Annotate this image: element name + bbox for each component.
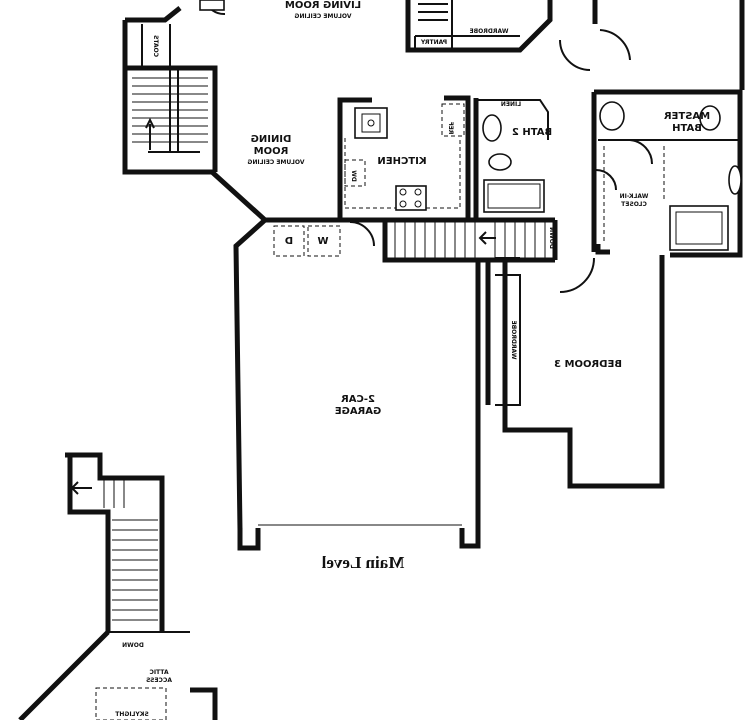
wardrobe-top-label: WARDROBE <box>470 28 509 35</box>
stair-treads-lower <box>70 480 158 621</box>
stair-treads-hall <box>394 222 546 258</box>
kitchen-fixtures <box>344 103 465 211</box>
stair-treads-upper <box>132 70 208 153</box>
bath2-label: BATH 2 <box>512 127 552 138</box>
garage-label: 2-CAR <box>341 394 375 405</box>
wardrobe-bedroom-label: WARDROBE <box>510 321 517 360</box>
coats-label: COATS <box>152 35 159 57</box>
misc-dashed <box>95 146 665 720</box>
dw-label: DW <box>350 170 357 182</box>
kitchen-label: KITCHEN <box>377 156 426 167</box>
laundry-fixtures <box>273 225 341 257</box>
master-bath-label: MASTER <box>664 111 711 122</box>
main-level-label: Main Level <box>321 553 404 572</box>
dryer-label: D <box>285 236 293 247</box>
skylight-label: SKYLIGHT <box>114 711 148 718</box>
pantry-label: PANTRY <box>420 39 447 46</box>
dining-room-note: VOLUME CEILING <box>247 159 304 166</box>
walkin-closet-label: WALK-IN <box>620 193 649 200</box>
living-room-note: VOLUME CEILING <box>294 13 351 20</box>
bath2-fixtures <box>482 114 545 213</box>
master-bath-fixtures <box>599 101 742 251</box>
ref-label: REF <box>447 122 454 135</box>
attic-access-label: ATTIC <box>149 669 169 676</box>
garage-label-2: GARAGE <box>335 406 382 417</box>
linen-label: LINEN <box>501 101 521 108</box>
bedroom3-label: BEDROOM 3 <box>554 359 622 370</box>
washer-label: W <box>317 236 328 247</box>
down-lower-label: DOWN <box>122 642 144 649</box>
master-bath-label-2: BATH <box>672 123 702 134</box>
living-room-label: LIVING ROOM <box>285 0 361 11</box>
upper-fixtures <box>199 0 448 21</box>
door-swings <box>204 0 654 293</box>
down-top-label: DOWN <box>147 65 169 72</box>
attic-access-label-2: ACCESS <box>146 677 172 684</box>
down-stair-label: DOWN <box>548 227 555 249</box>
dining-room-label: DINING <box>251 134 292 145</box>
dining-room-label-2: ROOM <box>254 146 289 157</box>
walkin-closet-label-2: CLOSET <box>620 201 647 208</box>
